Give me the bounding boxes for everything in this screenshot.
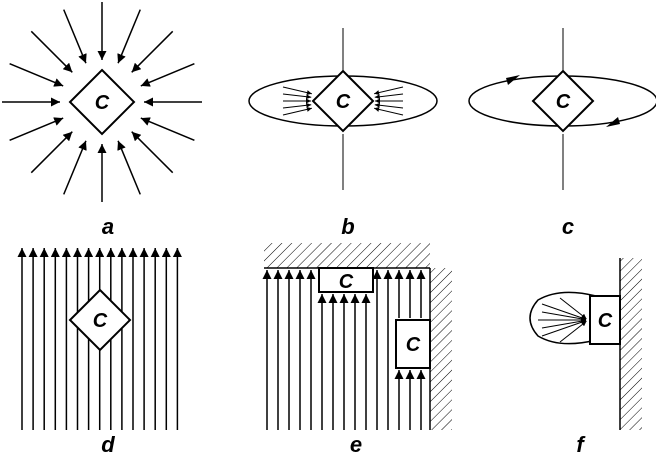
inflow-arrow — [117, 140, 141, 195]
caption-d: d — [101, 432, 115, 456]
node-label: C — [95, 92, 110, 114]
panel-a-node: C — [68, 68, 136, 136]
node-label: C — [93, 310, 108, 332]
inflow-arrow — [9, 117, 64, 141]
inflow-arrow — [63, 9, 87, 64]
inflow-arrow — [541, 319, 587, 337]
inflow-arrow — [282, 102, 312, 109]
panel-c: C — [468, 28, 656, 190]
panel-d-node: C — [68, 288, 132, 352]
inflow-arrow — [374, 102, 404, 109]
node-label: C — [598, 310, 613, 332]
inflow-arrow — [374, 106, 404, 116]
inflow-arrow — [374, 86, 404, 96]
inflow-arrow — [63, 140, 87, 195]
inflow-arrow — [282, 106, 312, 116]
inflow-arrow — [131, 131, 174, 174]
caption-f: f — [576, 432, 586, 456]
inflow-arrow — [282, 93, 312, 100]
inflow-arrow — [541, 303, 587, 321]
inflow-arrow — [140, 117, 195, 141]
panel-a — [2, 2, 202, 202]
inflow-arrow — [140, 63, 195, 87]
caption-a: a — [102, 214, 114, 239]
node-label: C — [556, 91, 571, 113]
caption-b: b — [341, 214, 354, 239]
inflow-arrow — [9, 63, 64, 87]
panel-e: C C — [262, 243, 452, 430]
inflow-arrow — [541, 311, 587, 322]
inflow-arrow — [131, 30, 174, 73]
node-label: C — [406, 334, 421, 356]
inflow-arrow — [559, 297, 587, 320]
inflow-arrow — [117, 9, 141, 64]
inflow-arrow — [559, 320, 587, 343]
inflow-arrow — [374, 93, 404, 100]
inflow-arrow — [30, 30, 73, 73]
caption-e: e — [350, 432, 362, 456]
inflow-arrow — [282, 86, 312, 96]
panel-b: C — [248, 28, 438, 190]
caption-c: c — [562, 214, 574, 239]
node-label: C — [339, 271, 354, 293]
panel-f: C — [529, 258, 642, 430]
inflow-arrow — [541, 318, 587, 329]
node-label: C — [336, 91, 351, 113]
inflow-arrow — [30, 131, 73, 174]
